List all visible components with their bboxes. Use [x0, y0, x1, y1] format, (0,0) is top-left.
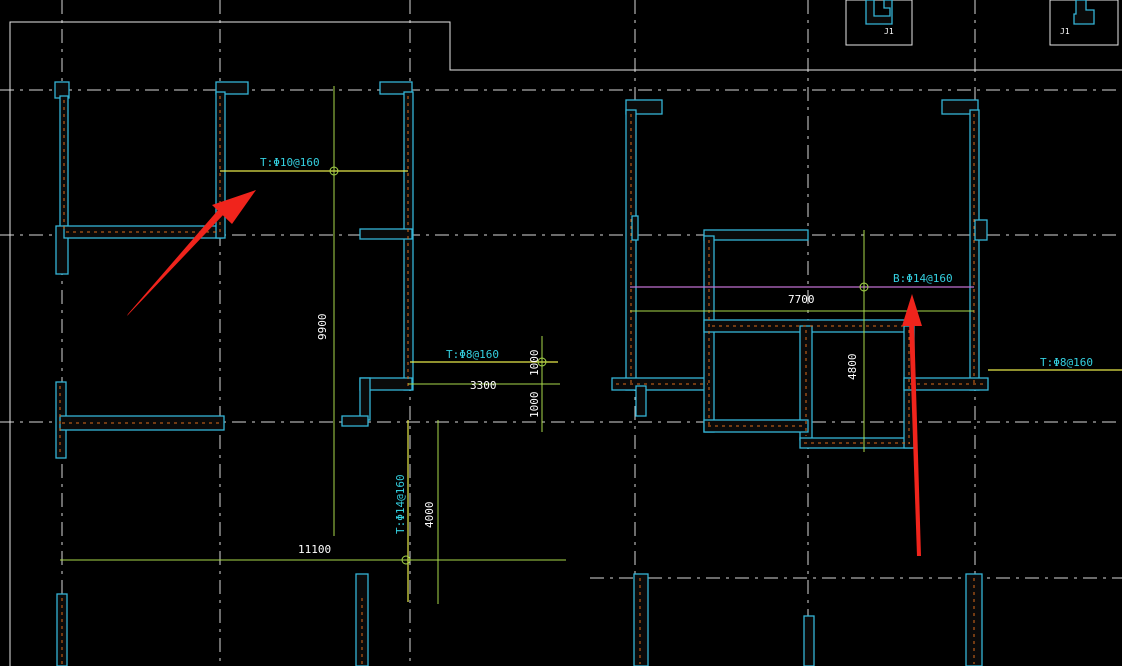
rebar-labels: T:Φ10@160 T:Φ8@160 B:Φ14@160 T:Φ8@160 T:…	[260, 156, 1093, 534]
dim-label-7700: 7700	[788, 293, 815, 306]
pit-detail-left: J1	[865, 0, 894, 36]
rebar-label-t10: T:Φ10@160	[260, 156, 320, 169]
rebar-label-t8-a: T:Φ8@160	[446, 348, 499, 361]
dim-label-11100: 11100	[298, 543, 331, 556]
pit-label-right: J1	[1060, 27, 1070, 36]
dim-label-4000: 4000	[423, 502, 436, 529]
rebar-lines	[220, 170, 1122, 602]
walls-left-block	[54, 81, 414, 666]
rebar-label-t8-b: T:Φ8@160	[1040, 356, 1093, 369]
dim-label-9900: 9900	[316, 314, 329, 341]
pit-detail-right: J1	[1060, 0, 1095, 36]
dim-label-1000-a: 1000	[528, 350, 541, 377]
red-arrow-right	[902, 294, 922, 556]
red-arrow-left	[127, 190, 256, 316]
pit-label-left: J1	[884, 27, 894, 36]
dimension-lines	[60, 86, 869, 604]
rebar-label-t14-vertical: T:Φ14@160	[394, 474, 407, 534]
dim-label-3300: 3300	[470, 379, 497, 392]
site-boundary	[9, 0, 1122, 666]
dim-label-1000-b: 1000	[528, 392, 541, 419]
dim-label-4800: 4800	[846, 354, 859, 381]
walls-right-block	[611, 99, 989, 666]
dimension-labels: 9900 11100 3300 1000 1000 4000 7700 4800	[298, 293, 859, 556]
rebar-label-b14: B:Φ14@160	[893, 272, 953, 285]
